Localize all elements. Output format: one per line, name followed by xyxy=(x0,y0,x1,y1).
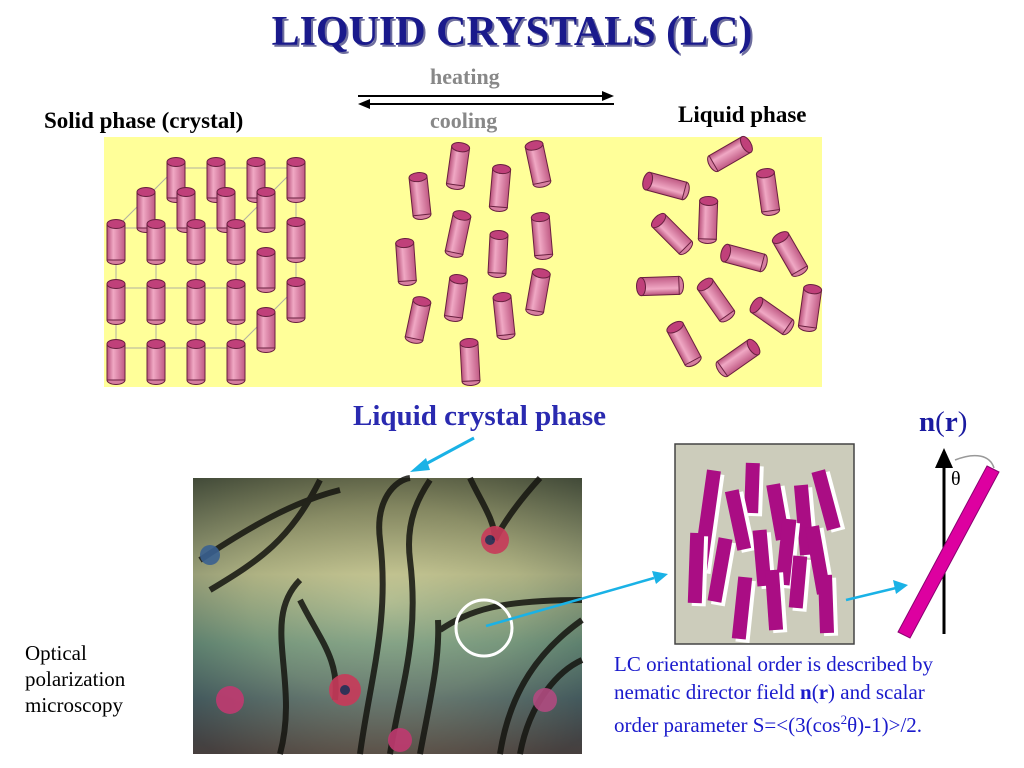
molecule-rod xyxy=(749,296,795,336)
molecule-rod xyxy=(226,339,246,385)
molecule-rod xyxy=(146,339,166,385)
highlight-circle xyxy=(454,598,514,658)
molecule-rod xyxy=(642,171,690,201)
nematic-rod xyxy=(811,469,846,533)
nematic-rod xyxy=(731,576,756,643)
molecule-rod xyxy=(256,247,276,293)
molecule-rod xyxy=(696,277,736,323)
nematic-rod xyxy=(744,462,764,517)
zoom-arrow xyxy=(485,571,668,628)
nematic-rod xyxy=(707,537,736,607)
director-r: r xyxy=(944,406,958,438)
solid-phase-label: Solid phase (crystal) xyxy=(44,108,244,133)
molecule-rod xyxy=(146,279,166,325)
description-line: order parameter S=<(3(cos2θ)-1)>/2. xyxy=(614,712,923,737)
molecule-rod xyxy=(666,320,702,368)
pointer-arrow xyxy=(410,436,475,472)
molecule-rod xyxy=(146,219,166,265)
molecule-rod xyxy=(459,338,481,386)
molecule-rod xyxy=(286,157,306,203)
molecule-rod xyxy=(771,231,809,277)
microscopy-caption: Optical polarization microscopy xyxy=(25,640,125,718)
cooling-label: cooling xyxy=(430,108,498,133)
heating-label: heating xyxy=(430,64,500,89)
liquid-crystal-rods xyxy=(395,140,554,386)
molecule-rod xyxy=(797,284,823,332)
heating-arrow xyxy=(358,91,614,101)
page-title: LIQUID CRYSTALS (LC) xyxy=(271,9,753,55)
director-rod xyxy=(897,465,1000,639)
director-open-paren: ( xyxy=(935,406,945,438)
theta-arc xyxy=(954,454,995,469)
molecule-rod xyxy=(106,339,126,385)
molecule-rod xyxy=(697,196,719,244)
molecule-rod xyxy=(492,292,516,340)
molecule-rod xyxy=(636,275,684,297)
microscopy-caption-line: polarization xyxy=(25,667,126,691)
molecule-rod xyxy=(256,187,276,233)
nematic-rod xyxy=(687,532,709,607)
description-text: LC orientational order is described by n… xyxy=(614,650,1024,739)
liquid-crystal-phase-label: Liquid crystal phase xyxy=(353,400,606,432)
molecule-rod xyxy=(186,279,206,325)
microscopy-caption-line: Optical xyxy=(25,641,87,665)
molecule-rod xyxy=(106,219,126,265)
molecule-rod xyxy=(443,274,469,322)
molecule-rod xyxy=(186,339,206,385)
molecule-rod xyxy=(395,238,417,286)
director-n: n xyxy=(919,406,936,438)
molecule-rod xyxy=(488,164,512,212)
molecule-rod xyxy=(524,140,552,188)
molecule-rod xyxy=(226,279,246,325)
microscopy-caption-line: microscopy xyxy=(25,693,123,717)
nematic-rod xyxy=(817,574,839,637)
nematic-rod xyxy=(724,489,756,553)
director-arrow xyxy=(845,580,908,602)
molecule-rod xyxy=(186,219,206,265)
molecule-rod xyxy=(650,212,694,256)
molecule-rod xyxy=(408,172,432,220)
director-label: n(r) xyxy=(919,406,967,439)
molecule-rod xyxy=(444,210,472,258)
nematic-rod xyxy=(788,555,811,612)
crystal-rods xyxy=(106,157,306,385)
molecule-rod xyxy=(256,307,276,353)
nematic-rods xyxy=(687,462,846,643)
molecule-rod xyxy=(136,187,156,233)
theta-label: θ xyxy=(951,468,961,490)
liquid-phase-label: Liquid phase xyxy=(678,102,807,127)
cooling-arrow xyxy=(358,99,614,109)
molecule-rod xyxy=(487,230,509,278)
liquid-rods xyxy=(636,135,823,378)
molecule-rod xyxy=(106,279,126,325)
molecule-rod xyxy=(226,219,246,265)
molecule-rod xyxy=(755,168,781,216)
description-line: LC orientational order is described by xyxy=(614,652,933,676)
molecule-rod xyxy=(286,277,306,323)
nematic-rod xyxy=(764,569,788,634)
molecule-rod xyxy=(720,243,768,273)
molecule-rod xyxy=(176,187,196,233)
molecule-rod xyxy=(404,296,432,344)
molecule-rod xyxy=(286,217,306,263)
molecule-rod xyxy=(525,268,551,316)
molecule-rod xyxy=(530,212,554,260)
molecule-rod xyxy=(707,135,753,173)
molecule-rod xyxy=(715,338,761,378)
description-line: nematic director field n(r) and scalar xyxy=(614,680,925,704)
director-close-paren: ) xyxy=(957,406,968,438)
molecule-rod xyxy=(445,142,471,190)
